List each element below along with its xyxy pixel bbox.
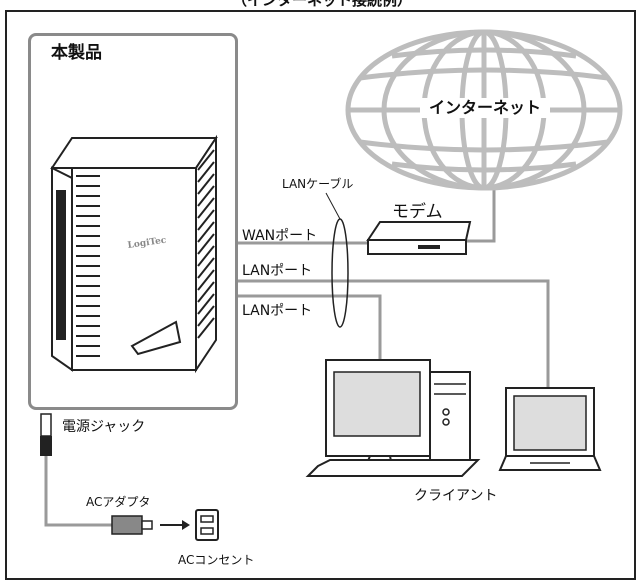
diagram-caption: （インターネット接続例）	[231, 0, 412, 9]
device-frame	[28, 33, 238, 410]
cables	[44, 188, 550, 527]
ac-adapter-icon	[111, 515, 153, 535]
lan-port-label-2: LANポート	[242, 303, 313, 319]
modem-to-internet-cable	[466, 188, 496, 243]
modem-label: モデム	[392, 202, 443, 222]
internet-label: インターネット	[420, 98, 550, 118]
power-jack-label: 電源ジャック	[62, 419, 146, 435]
ac-adapter-label: ACアダプタ	[86, 495, 151, 509]
lan-cable-desktop	[236, 294, 382, 360]
diagram-frame	[5, 10, 636, 580]
laptop-computer-icon	[498, 387, 602, 471]
lan-cable-laptop	[236, 279, 550, 390]
desktop-computer-icon	[305, 359, 481, 477]
cable-callout-line	[325, 192, 341, 220]
lan-port-label-1: LANポート	[242, 263, 313, 279]
modem-icon	[366, 221, 472, 255]
router-device-icon: LogiTec	[50, 134, 218, 374]
power-cable	[44, 456, 112, 527]
lan-cable-label: LANケーブル	[282, 177, 354, 191]
ac-outlet-label: ACコンセント	[178, 553, 255, 567]
ac-outlet-icon	[195, 509, 219, 541]
client-label: クライアント	[414, 488, 498, 504]
cable-bundle-ellipse	[331, 218, 349, 328]
arrow-right-icon	[160, 520, 190, 530]
wan-port-label: WANポート	[242, 228, 318, 244]
power-jack-icon	[40, 413, 52, 456]
device-title: 本製品	[51, 43, 102, 63]
